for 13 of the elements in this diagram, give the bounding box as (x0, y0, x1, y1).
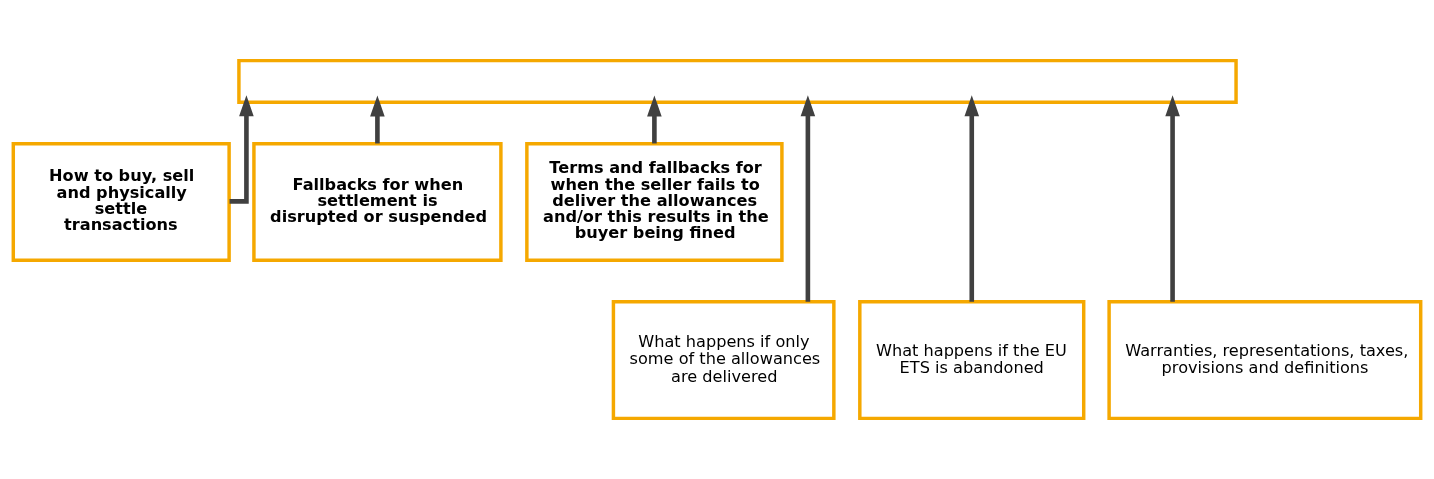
node-box: Fallbacks for when settlement is disrupted or suspended (252, 142, 503, 262)
arrow (370, 95, 385, 144)
arrow (647, 95, 662, 144)
arrow (964, 95, 980, 302)
arrow (229, 95, 254, 204)
node-box: Warranties, representations, taxes, provisions and definitions (1107, 300, 1423, 421)
node-box: Terms and fallbacks for when the seller fails to deliver the allowances and/or this results in the buyer being fined (525, 142, 784, 262)
arrow (800, 95, 816, 302)
node-box (237, 58, 1238, 104)
node-box: How to buy, sell and physically settle transactions (11, 142, 231, 262)
node-box: What happens if the EU ETS is abandoned (858, 300, 1086, 421)
arrow (1165, 95, 1180, 302)
node-box: What happens if only some of the allowances are delivered (611, 300, 836, 421)
